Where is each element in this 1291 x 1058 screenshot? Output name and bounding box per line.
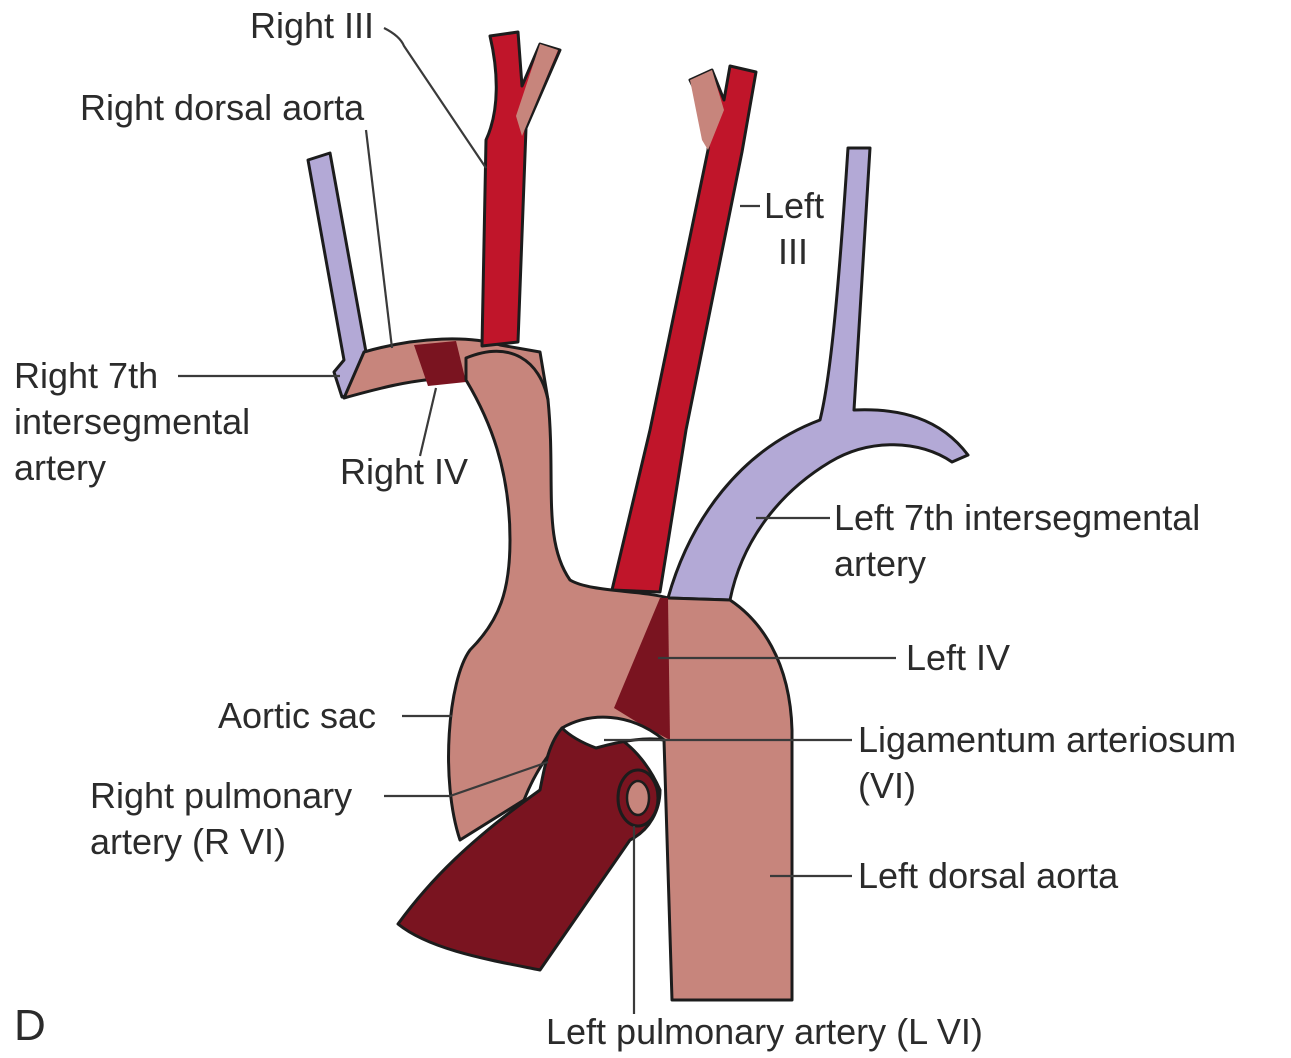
- label-left-iii-line1: Left: [764, 185, 824, 226]
- label-ligamentum-line2: (VI): [858, 765, 916, 806]
- label-right-iv: Right IV: [340, 451, 468, 492]
- label-right-7th-line1: Right 7th: [14, 355, 158, 396]
- label-aortic-sac: Aortic sac: [218, 695, 376, 736]
- label-right-7th-line3: artery: [14, 447, 106, 488]
- label-right-dorsal-aorta: Right dorsal aorta: [80, 87, 365, 128]
- label-right-pulmonary-line1: Right pulmonary: [90, 775, 352, 816]
- label-right-7th-line2: intersegmental: [14, 401, 250, 442]
- label-right-iii: Right III: [250, 5, 374, 46]
- label-left-iv: Left IV: [906, 637, 1010, 678]
- panel-letter: D: [14, 1001, 46, 1050]
- label-right-pulmonary-line2: artery (R VI): [90, 821, 286, 862]
- right-iii-artery: [482, 32, 560, 346]
- label-left-pulmonary: Left pulmonary artery (L VI): [546, 1011, 983, 1052]
- label-left-dorsal-aorta: Left dorsal aorta: [858, 855, 1119, 896]
- label-left-iii-line2: III: [778, 231, 808, 272]
- label-left-7th-line2: artery: [834, 543, 926, 584]
- label-left-7th-line1: Left 7th intersegmental: [834, 497, 1200, 538]
- label-ligamentum-line1: Ligamentum arteriosum: [858, 719, 1236, 760]
- left-pulmonary-artery-cut: [618, 770, 658, 826]
